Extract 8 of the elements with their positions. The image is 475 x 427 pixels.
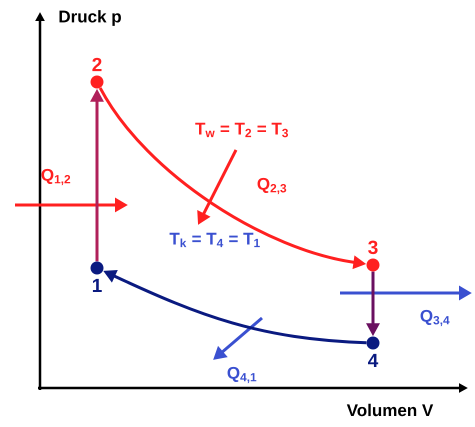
heat-label: Q$_{2,3}$: [258, 178, 286, 194]
temperature-label: T$_{k}$ = T$_{4}$ = T$_{1}$: [170, 232, 260, 248]
axis-label: Druck p: [60, 10, 121, 26]
heat-label: Q$_{3,4}$: [420, 310, 450, 326]
heat-label: Q$_{4,1}$: [228, 366, 256, 384]
temperature-label: T$_{w}$ = T$_{2}$ = T$_{3}$: [195, 122, 288, 138]
axis-label: Volumen V: [346, 404, 434, 416]
heat-label: Q$_{1,2}$: [42, 168, 70, 186]
